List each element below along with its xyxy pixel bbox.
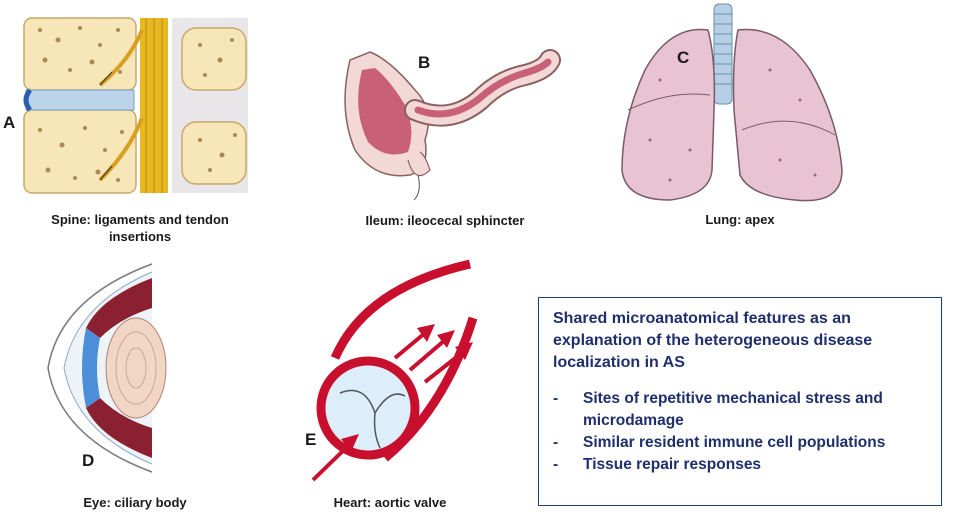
bullet-marker: - — [553, 434, 559, 451]
panel-caption: Eye: ciliary body — [83, 495, 187, 510]
panel-letter: B — [418, 53, 431, 72]
eye-illustration-icon — [47, 263, 167, 473]
lung-panel: C Lung: apex — [610, 0, 870, 240]
panel-letter: A — [3, 113, 16, 132]
eye-panel: D Eye: ciliary body — [20, 258, 220, 514]
heart-panel: E Heart: aortic valve — [295, 258, 495, 514]
lung-illustration-icon — [621, 3, 843, 202]
list-item: - Similar resident immune cell population… — [553, 432, 927, 454]
panel-letter: E — [305, 430, 317, 449]
panel-caption: Spine: ligaments and tendon insertions — [51, 212, 229, 244]
heart-valve-illustration-icon — [311, 259, 478, 482]
panel-letter: D — [82, 451, 95, 470]
shared-features-box: Shared microanatomical features as an ex… — [538, 297, 942, 506]
spine-illustration-icon — [22, 17, 250, 194]
list-item: - Sites of repetitive mechanical stress a… — [553, 388, 927, 432]
box-title: Shared microanatomical features as an ex… — [553, 310, 873, 371]
bullet-marker: - — [553, 456, 559, 473]
bullet-text: Sites of repetitive mechanical stress an… — [583, 390, 883, 429]
ileum-illustration-icon — [344, 49, 561, 201]
ileum-panel: B Ileum: ileocecal sphincter — [330, 40, 570, 240]
panel-caption: Lung: apex — [705, 212, 775, 227]
list-item: - Tissue repair responses — [553, 454, 927, 476]
bullet-marker: - — [553, 390, 559, 407]
feature-list: - Sites of repetitive mechanical stress a… — [553, 388, 927, 476]
panel-caption: Heart: aortic valve — [333, 495, 447, 510]
bullet-text: Tissue repair responses — [583, 456, 762, 473]
bullet-text: Similar resident immune cell populations — [583, 434, 886, 451]
spine-panel: A Spine: ligaments and tendon insertions — [0, 0, 260, 250]
panel-caption: Ileum: ileocecal sphincter — [365, 213, 525, 228]
panel-letter: C — [677, 48, 690, 67]
